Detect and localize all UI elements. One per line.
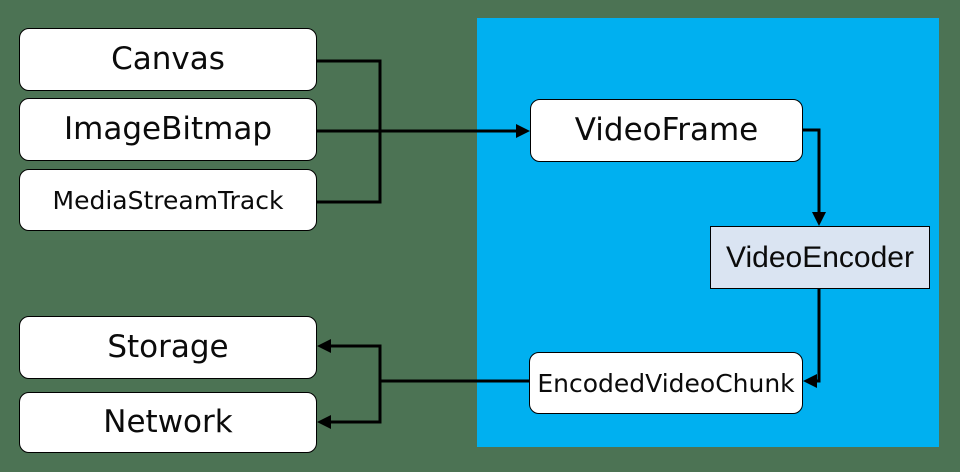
node-image-bitmap-label: ImageBitmap	[64, 111, 272, 147]
node-video-encoder: VideoEncoder	[710, 226, 930, 289]
connector-videoencoder-to-encodedchunk	[815, 289, 821, 383]
node-canvas: Canvas	[19, 28, 317, 91]
node-media-stream-track: MediaStreamTrack	[19, 169, 317, 231]
node-encoded-video-chunk-label: EncodedVideoChunk	[537, 368, 795, 398]
node-video-encoder-label: VideoEncoder	[726, 240, 914, 274]
arrowhead-into-videoencoder	[812, 212, 826, 226]
arrowhead-into-network	[317, 415, 331, 429]
arrowhead-into-storage	[317, 339, 331, 353]
node-storage: Storage	[19, 316, 317, 379]
arrowhead-into-encodedchunk	[803, 374, 817, 388]
node-network: Network	[19, 392, 317, 453]
node-encoded-video-chunk: EncodedVideoChunk	[529, 352, 803, 414]
node-video-frame-label: VideoFrame	[574, 112, 759, 148]
arrowhead-into-videoframe	[516, 124, 530, 138]
node-canvas-label: Canvas	[111, 41, 225, 77]
node-video-frame: VideoFrame	[530, 99, 803, 162]
node-storage-label: Storage	[107, 329, 229, 365]
node-image-bitmap: ImageBitmap	[19, 98, 317, 161]
connector-videoframe-to-videoencoder	[803, 128, 821, 214]
node-network-label: Network	[103, 404, 233, 440]
node-media-stream-track-label: MediaStreamTrack	[52, 185, 284, 215]
